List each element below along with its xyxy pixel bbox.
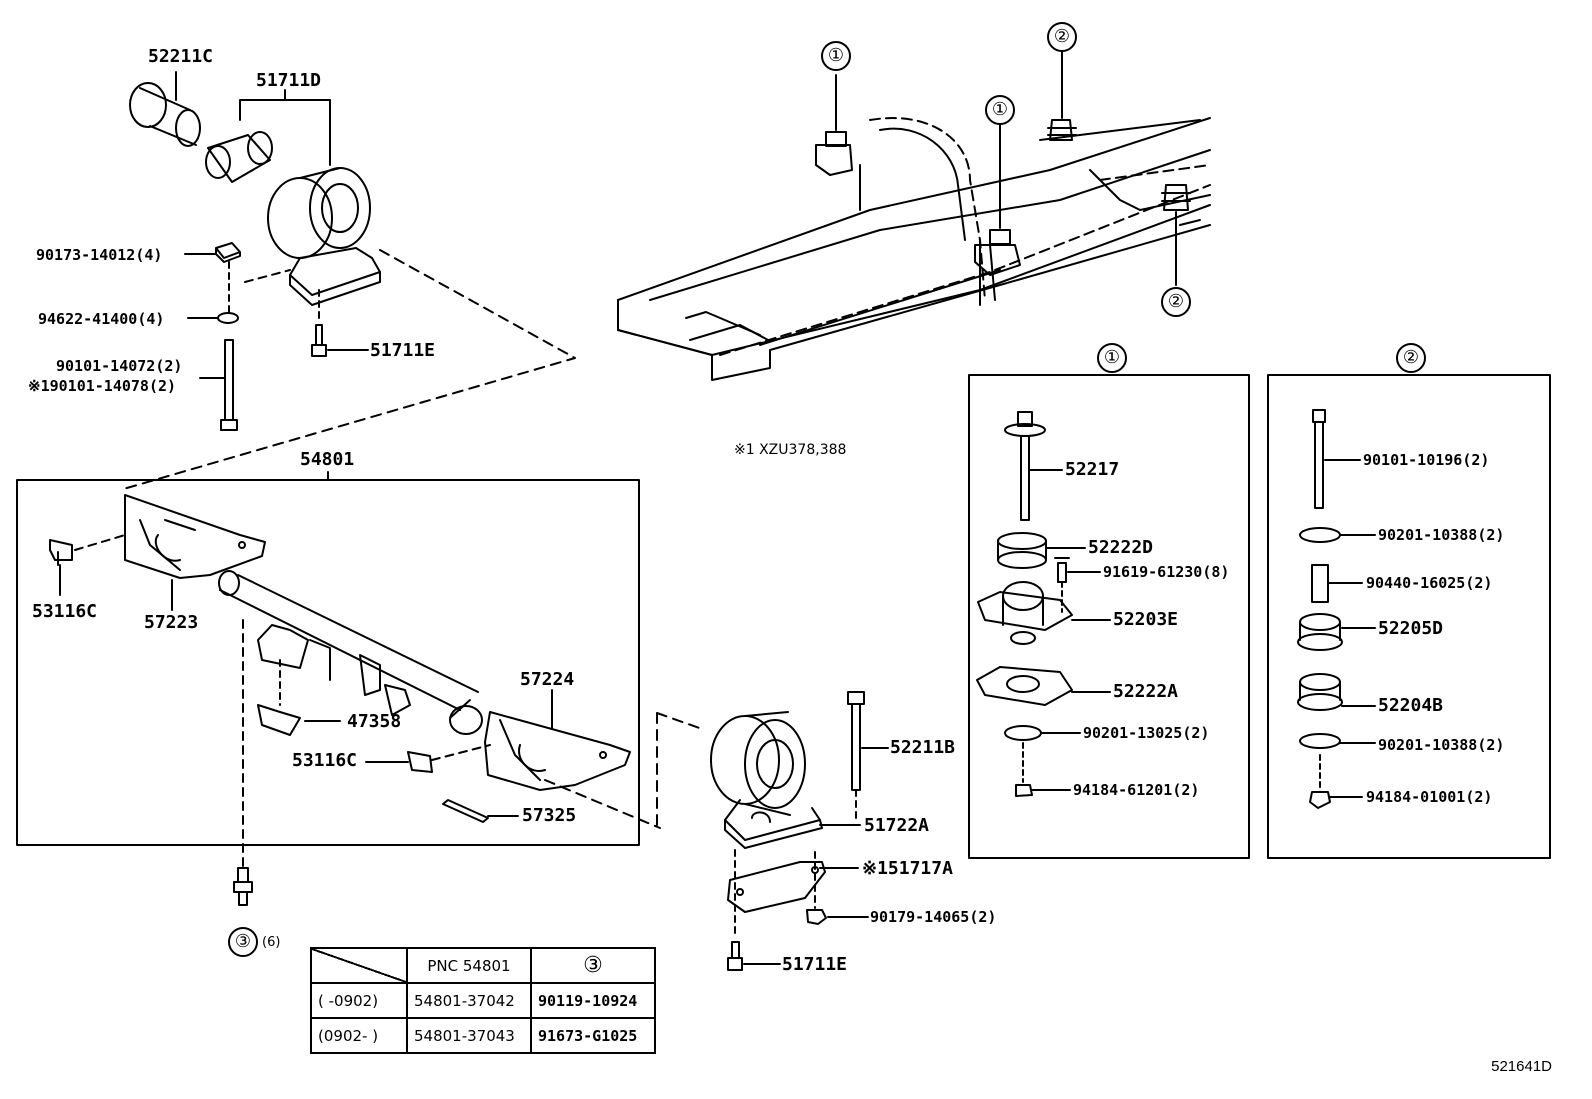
- label-94622-41400: 94622-41400(4): [38, 310, 165, 328]
- diagram-reference-number: 521641D: [1491, 1058, 1552, 1075]
- note-xzu: ※1 XZU378,388: [734, 442, 847, 458]
- label-90201-10388-b: 90201-10388(2): [1378, 736, 1505, 754]
- table-row: (0902- ) 54801-37043 91673-G1025: [310, 1017, 656, 1054]
- label-51711E-bottom: 51711E: [782, 954, 848, 975]
- callout-1-frame-left: ①: [821, 41, 851, 71]
- label-90101-10196: 90101-10196(2): [1363, 451, 1490, 469]
- label-52222A: 52222A: [1113, 681, 1179, 702]
- callout-3-bolt: ③: [228, 927, 258, 957]
- label-90201-13025: 90201-13025(2): [1083, 724, 1210, 742]
- callout-1-frame-mid: ①: [985, 95, 1015, 125]
- label-90173-14012: 90173-14012(4): [36, 246, 163, 264]
- panel-1: [968, 374, 1250, 859]
- label-90101-14072: 90101-14072(2): [56, 357, 183, 375]
- label-52222D: 52222D: [1088, 537, 1154, 558]
- label-52204B: 52204B: [1378, 695, 1444, 716]
- label-51711E-top: 51711E: [370, 340, 436, 361]
- crossmember-box: [16, 471, 661, 906]
- label-52217: 52217: [1065, 459, 1120, 480]
- table-cell-pnc: 54801-37043: [406, 1017, 532, 1054]
- label-90101-14078: ※190101-14078(2): [28, 377, 177, 395]
- label-53116C-left: 53116C: [32, 601, 98, 622]
- callout-2-frame-top: ②: [1047, 22, 1077, 52]
- pnc-table: PNC 54801 ③ ( -0902) 54801-37042 90119-1…: [310, 947, 656, 1054]
- label-51722A: 51722A: [864, 815, 930, 836]
- table-header-row: PNC 54801 ③: [310, 947, 656, 984]
- upper-mount-assembly: [119, 71, 576, 491]
- lower-mount-assembly: [656, 691, 889, 971]
- table-header-3: ③: [530, 947, 656, 984]
- label-52203E: 52203E: [1113, 609, 1179, 630]
- label-52211C: 52211C: [148, 46, 214, 67]
- label-57325: 57325: [522, 805, 577, 826]
- label-90440-16025: 90440-16025(2): [1366, 574, 1493, 592]
- table-cell-pnc: 54801-37042: [406, 982, 532, 1019]
- vehicle-frame: [617, 51, 1211, 381]
- label-57223: 57223: [144, 612, 199, 633]
- table-corner-cell: [310, 947, 408, 984]
- panel-2: [1267, 374, 1551, 859]
- table-cell-part: 90119-10924: [530, 982, 656, 1019]
- label-47358: 47358: [347, 711, 402, 732]
- label-90179-14065: 90179-14065(2): [870, 908, 997, 926]
- table-cell-part: 91673-G1025: [530, 1017, 656, 1054]
- qty-label: (6): [262, 935, 281, 950]
- label-57224: 57224: [520, 669, 575, 690]
- callout-2-frame-right: ②: [1161, 287, 1191, 317]
- table-header-pnc: PNC 54801: [406, 947, 532, 984]
- table-cell-range: ( -0902): [310, 982, 408, 1019]
- table-row: ( -0902) 54801-37042 90119-10924: [310, 982, 656, 1019]
- label-51717A: ※151717A: [862, 858, 953, 879]
- label-91619-61230: 91619-61230(8): [1103, 563, 1230, 581]
- label-90201-10388-a: 90201-10388(2): [1378, 526, 1505, 544]
- callout-2-panel-title: ②: [1396, 343, 1426, 373]
- label-94184-61201: 94184-61201(2): [1073, 781, 1200, 799]
- label-53116C-right: 53116C: [292, 750, 358, 771]
- label-52205D: 52205D: [1378, 618, 1444, 639]
- label-94184-01001: 94184-01001(2): [1366, 788, 1493, 806]
- callout-1-panel-title: ①: [1097, 343, 1127, 373]
- label-54801: 54801: [300, 449, 355, 470]
- label-51711D: 51711D: [256, 70, 322, 91]
- label-52211B: 52211B: [890, 737, 956, 758]
- table-cell-range: (0902- ): [310, 1017, 408, 1054]
